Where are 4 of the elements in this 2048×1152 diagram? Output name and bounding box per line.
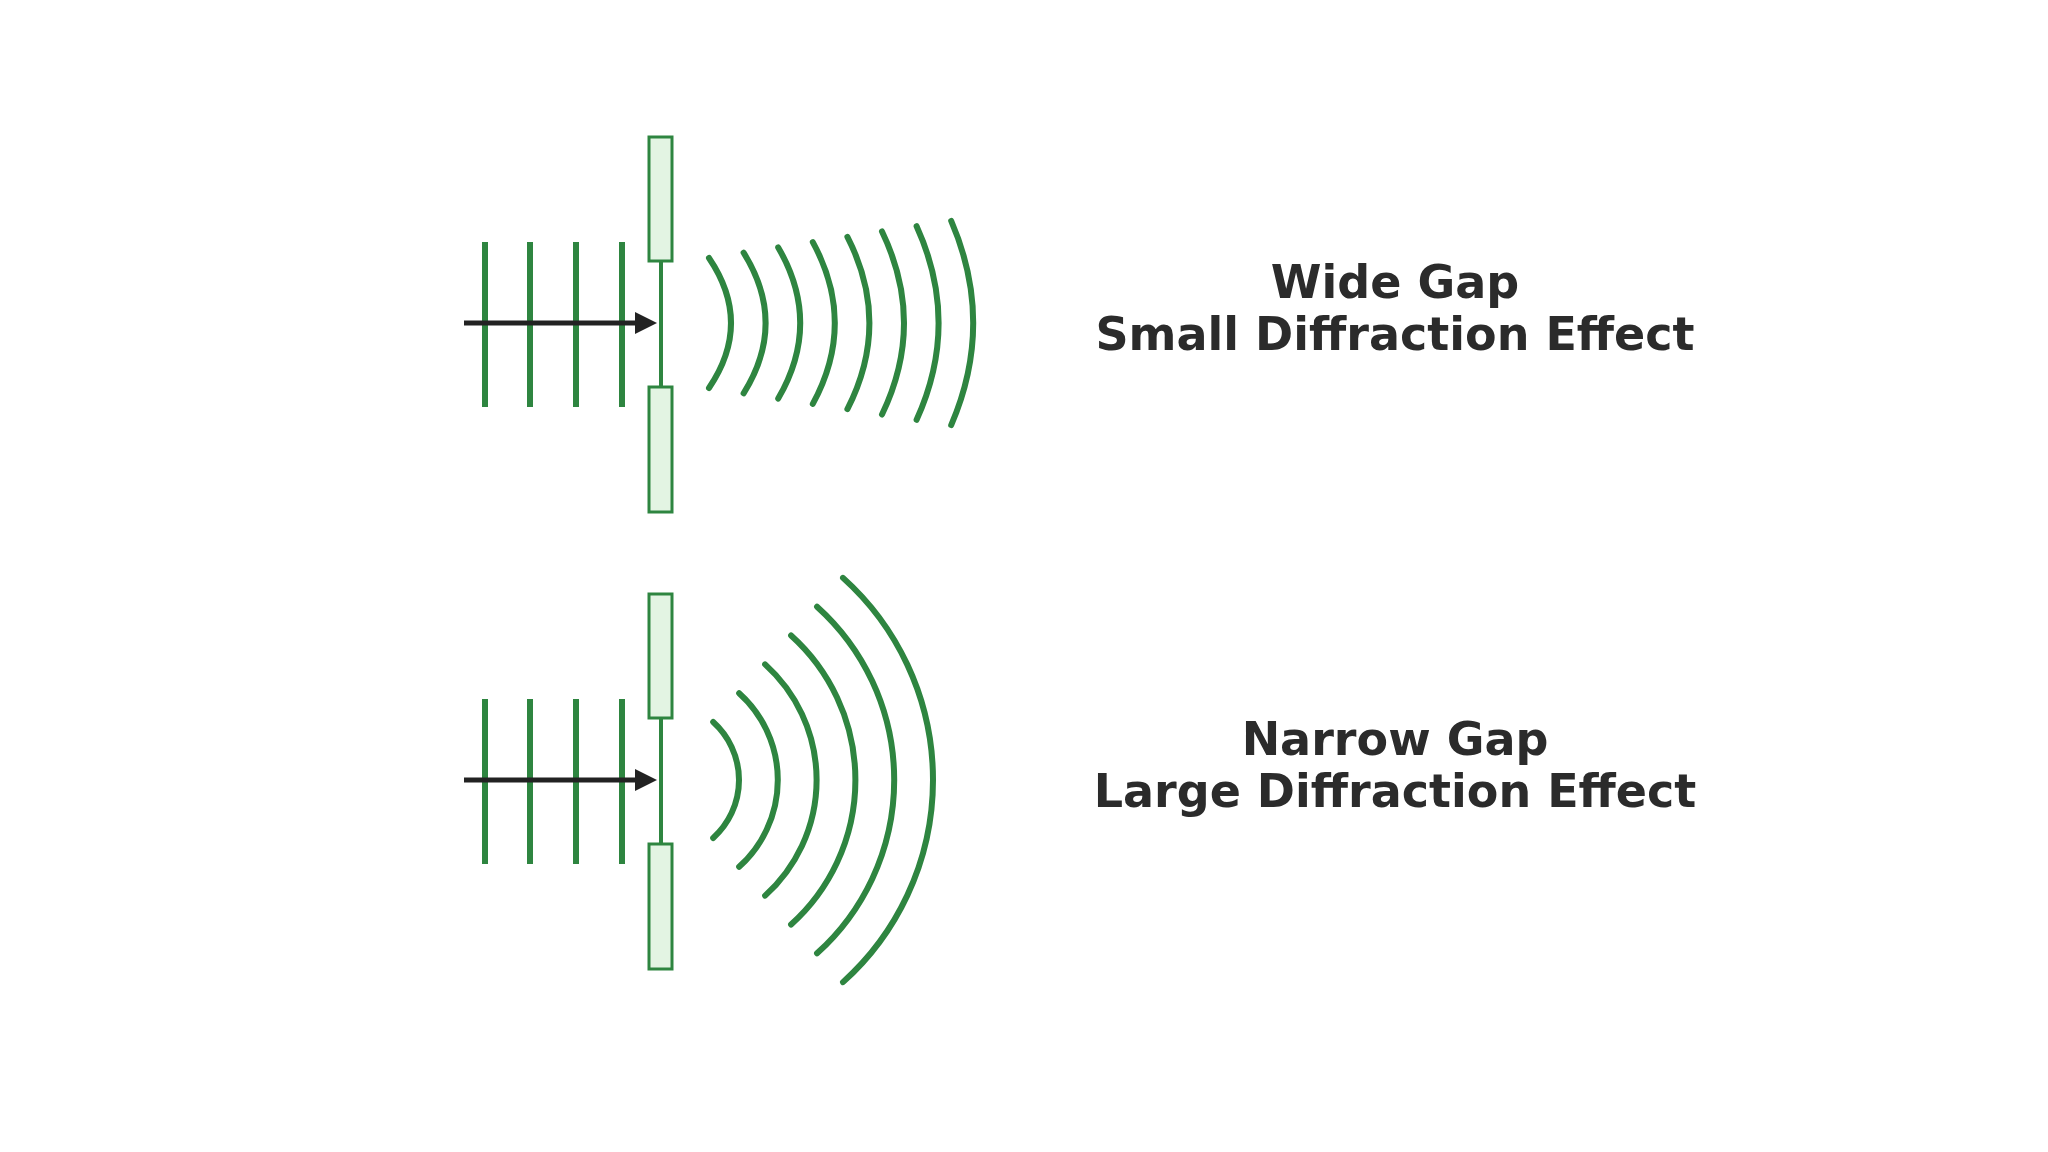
heading-text: Narrow Gap	[1241, 713, 1549, 765]
caption-text: Small Diffraction Effect	[1095, 308, 1695, 360]
heading-text: Wide Gap	[1270, 256, 1520, 308]
caption-text: Large Diffraction Effect	[1093, 765, 1697, 817]
